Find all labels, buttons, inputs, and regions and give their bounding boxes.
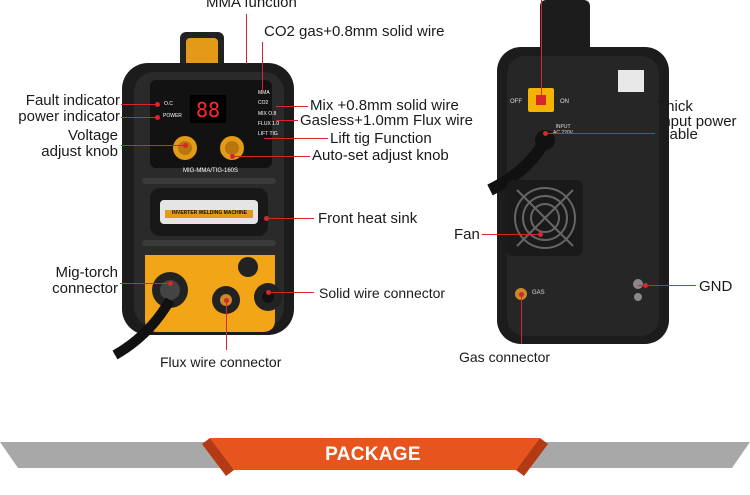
dot-migtorch (168, 281, 173, 286)
label-mig-torch-line1: Mig-torch (55, 264, 118, 281)
dot-gnd (643, 283, 648, 288)
switch-on-label: ON (560, 99, 569, 105)
leader-co2 (262, 42, 263, 92)
package-title: PACKAGE (325, 444, 421, 465)
mode-co2-label: CO2 (258, 100, 269, 106)
label-fan: Fan (454, 226, 480, 243)
leader-switch (541, 0, 542, 98)
label-thick-line3: cable (662, 126, 698, 143)
label-mix-solid: Mix +0.8mm solid wire (310, 97, 459, 114)
oc-button-label: O.C (164, 101, 173, 107)
mode-mma-label: MMA (258, 90, 270, 96)
label-voltage-line1: Voltage (67, 127, 118, 144)
label-gas-connector: Gas connector (459, 349, 551, 365)
label-gasless-flux: Gasless+1.0mm Flux wire (300, 112, 473, 129)
heat-sink-plate-text: INVERTER WELDING MACHINE (172, 210, 247, 216)
leader-mix (276, 106, 308, 107)
label-fault-indicator: Fault indicator (25, 92, 120, 109)
leader-migtorch (120, 283, 170, 284)
label-lift-tig: Lift tig Function (330, 130, 432, 147)
dot-solid (266, 290, 271, 295)
leader-gasless (276, 120, 298, 121)
label-voltage-line2: adjust knob (41, 143, 118, 160)
leader-gas (521, 294, 522, 344)
model-label: MIG-MMA/TIG-160S (183, 168, 239, 174)
leader-heatsink (266, 218, 314, 219)
power-button-label: POWER (163, 113, 182, 119)
mode-flux-label: FLUX 1.0 (258, 121, 280, 127)
gas-mark-label: GAS (532, 290, 545, 296)
label-thick-line1: Thick (657, 98, 693, 115)
dot-power (155, 115, 160, 120)
input-label: INPUT AC 220V (553, 124, 573, 136)
leader-autoset (232, 156, 310, 157)
label-thick-line2: input power (659, 113, 737, 130)
dot-gas (519, 292, 524, 297)
dot-flux (224, 298, 229, 303)
dot-heatsink (264, 216, 269, 221)
label-auto-set: Auto-set adjust knob (312, 147, 449, 164)
label-power-indicator: power indicator (18, 108, 120, 125)
leader-solid (268, 292, 314, 293)
label-solid-wire-connector: Solid wire connector (319, 285, 446, 301)
dot-autoset (230, 154, 235, 159)
switch-off-label: OFF (510, 99, 522, 105)
label-flux-wire-connector: Flux wire connector (160, 354, 282, 370)
leader-voltage (121, 145, 185, 146)
mode-mix-label: MIX O.8 (258, 111, 277, 117)
leader-mma (246, 14, 247, 64)
leader-flux (226, 300, 227, 350)
label-mig-torch-line2: connector (52, 280, 118, 297)
dot-fan (538, 232, 543, 237)
dot-voltage (183, 143, 188, 148)
leader-fault (121, 104, 157, 105)
label-front-heat-sink: Front heat sink (318, 210, 418, 227)
dot-cable (543, 131, 548, 136)
label-gnd: GND (699, 278, 733, 295)
label-co2-gas: CO2 gas+0.8mm solid wire (264, 23, 445, 40)
dot-fault (155, 102, 160, 107)
input-label-line1: INPUT (555, 124, 571, 130)
led-display: 88 (195, 98, 221, 122)
leader-gnd (638, 285, 696, 286)
mode-lift-label: LIFT TIG (258, 131, 278, 137)
leader-cable (545, 133, 655, 134)
leader-power (121, 117, 157, 118)
leader-lift (264, 138, 328, 139)
label-mma-function: MMA function (206, 0, 297, 11)
package-banner (0, 438, 750, 476)
leader-fan (482, 234, 540, 235)
